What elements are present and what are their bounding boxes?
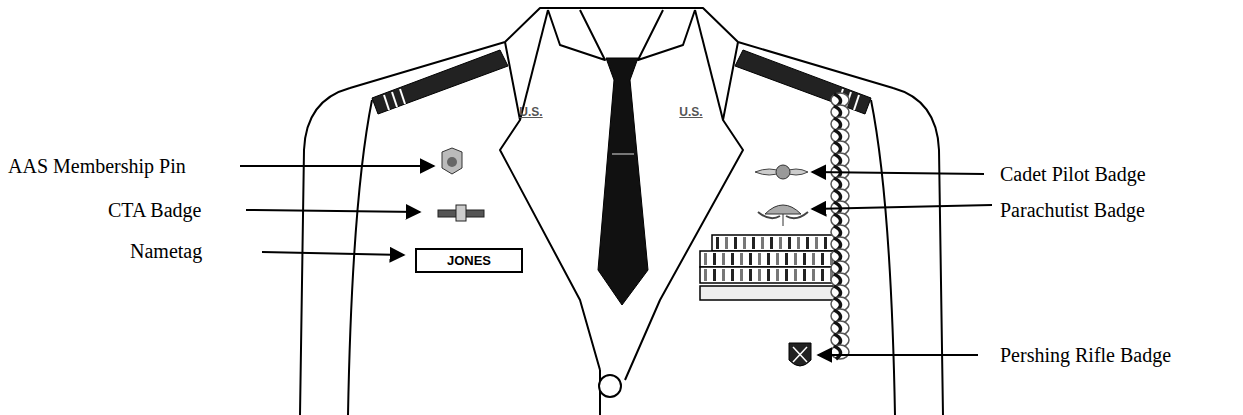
ribbon-stripe xyxy=(758,269,761,281)
left-lapel xyxy=(500,42,600,370)
ribbon-stripe xyxy=(803,253,806,265)
epaulet-stripes xyxy=(384,89,859,110)
ribbon-stripe xyxy=(731,253,734,265)
ribbon-stripe xyxy=(749,253,752,265)
jacket-button xyxy=(599,375,621,397)
ribbon-stripe xyxy=(740,269,743,281)
collar-insignia: U.S. xyxy=(679,106,702,118)
ribbon-stripe xyxy=(758,253,761,265)
ribbon-stripe xyxy=(761,237,764,249)
jacket-collar xyxy=(505,8,738,42)
ribbon-stripe xyxy=(725,237,728,249)
ribbon-stripes xyxy=(704,237,836,281)
cord-twist xyxy=(834,346,841,359)
jacket-left-outline xyxy=(300,42,505,415)
callout-label: CTA Badge xyxy=(108,200,201,220)
callout-label: Nametag xyxy=(130,241,202,261)
ribbon-stripe xyxy=(713,253,716,265)
ribbon-stripe xyxy=(779,237,782,249)
jacket-right-outline xyxy=(738,42,943,415)
cord-loop xyxy=(831,345,849,359)
parachutist-badge xyxy=(758,205,808,226)
left-epaulet xyxy=(372,50,508,114)
ribbon-stripe xyxy=(794,253,797,265)
ribbon-stripe xyxy=(743,237,746,249)
leader-arrows xyxy=(240,166,992,355)
right-epaulet xyxy=(735,50,871,114)
left-sleeve-seam xyxy=(348,100,372,415)
nametag-text: JONES xyxy=(417,254,521,267)
nametag-box: JONES xyxy=(415,248,523,273)
ribbon-stripe xyxy=(722,253,725,265)
collar-insignia: U.S. xyxy=(519,106,542,118)
ribbon-stripe xyxy=(806,237,809,249)
ribbon-stripe xyxy=(722,269,725,281)
ribbon-stripe xyxy=(797,237,800,249)
ribbon-stripe xyxy=(767,269,770,281)
ribbon-stripe xyxy=(704,269,707,281)
shirt-collar-right xyxy=(638,10,695,60)
ribbon-stripe xyxy=(749,269,752,281)
ribbon-stripe xyxy=(785,269,788,281)
left-collar-edge xyxy=(520,10,548,120)
ribbon-stripe xyxy=(734,237,737,249)
cadet-pilot-badge xyxy=(755,165,808,179)
callout-label: Parachutist Badge xyxy=(1000,200,1145,220)
ribbon-stripe xyxy=(785,253,788,265)
right-collar-edge xyxy=(695,10,723,120)
ribbon-stripe xyxy=(821,253,824,265)
ribbon-stripe xyxy=(776,253,779,265)
ribbon-stripe xyxy=(713,269,716,281)
pershing-rifle-badge xyxy=(789,343,811,366)
aas-pin xyxy=(442,148,462,174)
ribbon-rack xyxy=(700,235,835,300)
ribbon-stripe xyxy=(776,269,779,281)
ribbon-stripe xyxy=(731,269,734,281)
ribbon-stripe xyxy=(824,237,827,249)
ribbon-stripe xyxy=(812,253,815,265)
ribbon-stripe xyxy=(704,253,707,265)
shoulder-cord xyxy=(831,93,849,359)
ribbon-stripe xyxy=(815,237,818,249)
ribbon-stripe xyxy=(752,237,755,249)
ribbon-stripe xyxy=(812,269,815,281)
callout-label: Pershing Rifle Badge xyxy=(1000,345,1171,365)
ribbon-stripe xyxy=(716,237,719,249)
shirt-collar-left xyxy=(548,10,605,60)
callout-label: AAS Membership Pin xyxy=(8,156,186,176)
right-sleeve-seam xyxy=(871,100,895,415)
ribbon-stripe xyxy=(740,253,743,265)
ribbon-stripe xyxy=(821,269,824,281)
cta-badge xyxy=(438,205,484,221)
ribbon-stripe xyxy=(803,269,806,281)
necktie xyxy=(598,58,648,305)
ribbon-stripe xyxy=(770,237,773,249)
ribbon-stripe xyxy=(767,253,770,265)
ribbon-stripe xyxy=(788,237,791,249)
callout-label: Cadet Pilot Badge xyxy=(1000,164,1146,184)
ribbon-stripe xyxy=(794,269,797,281)
tie-bar xyxy=(612,153,634,155)
